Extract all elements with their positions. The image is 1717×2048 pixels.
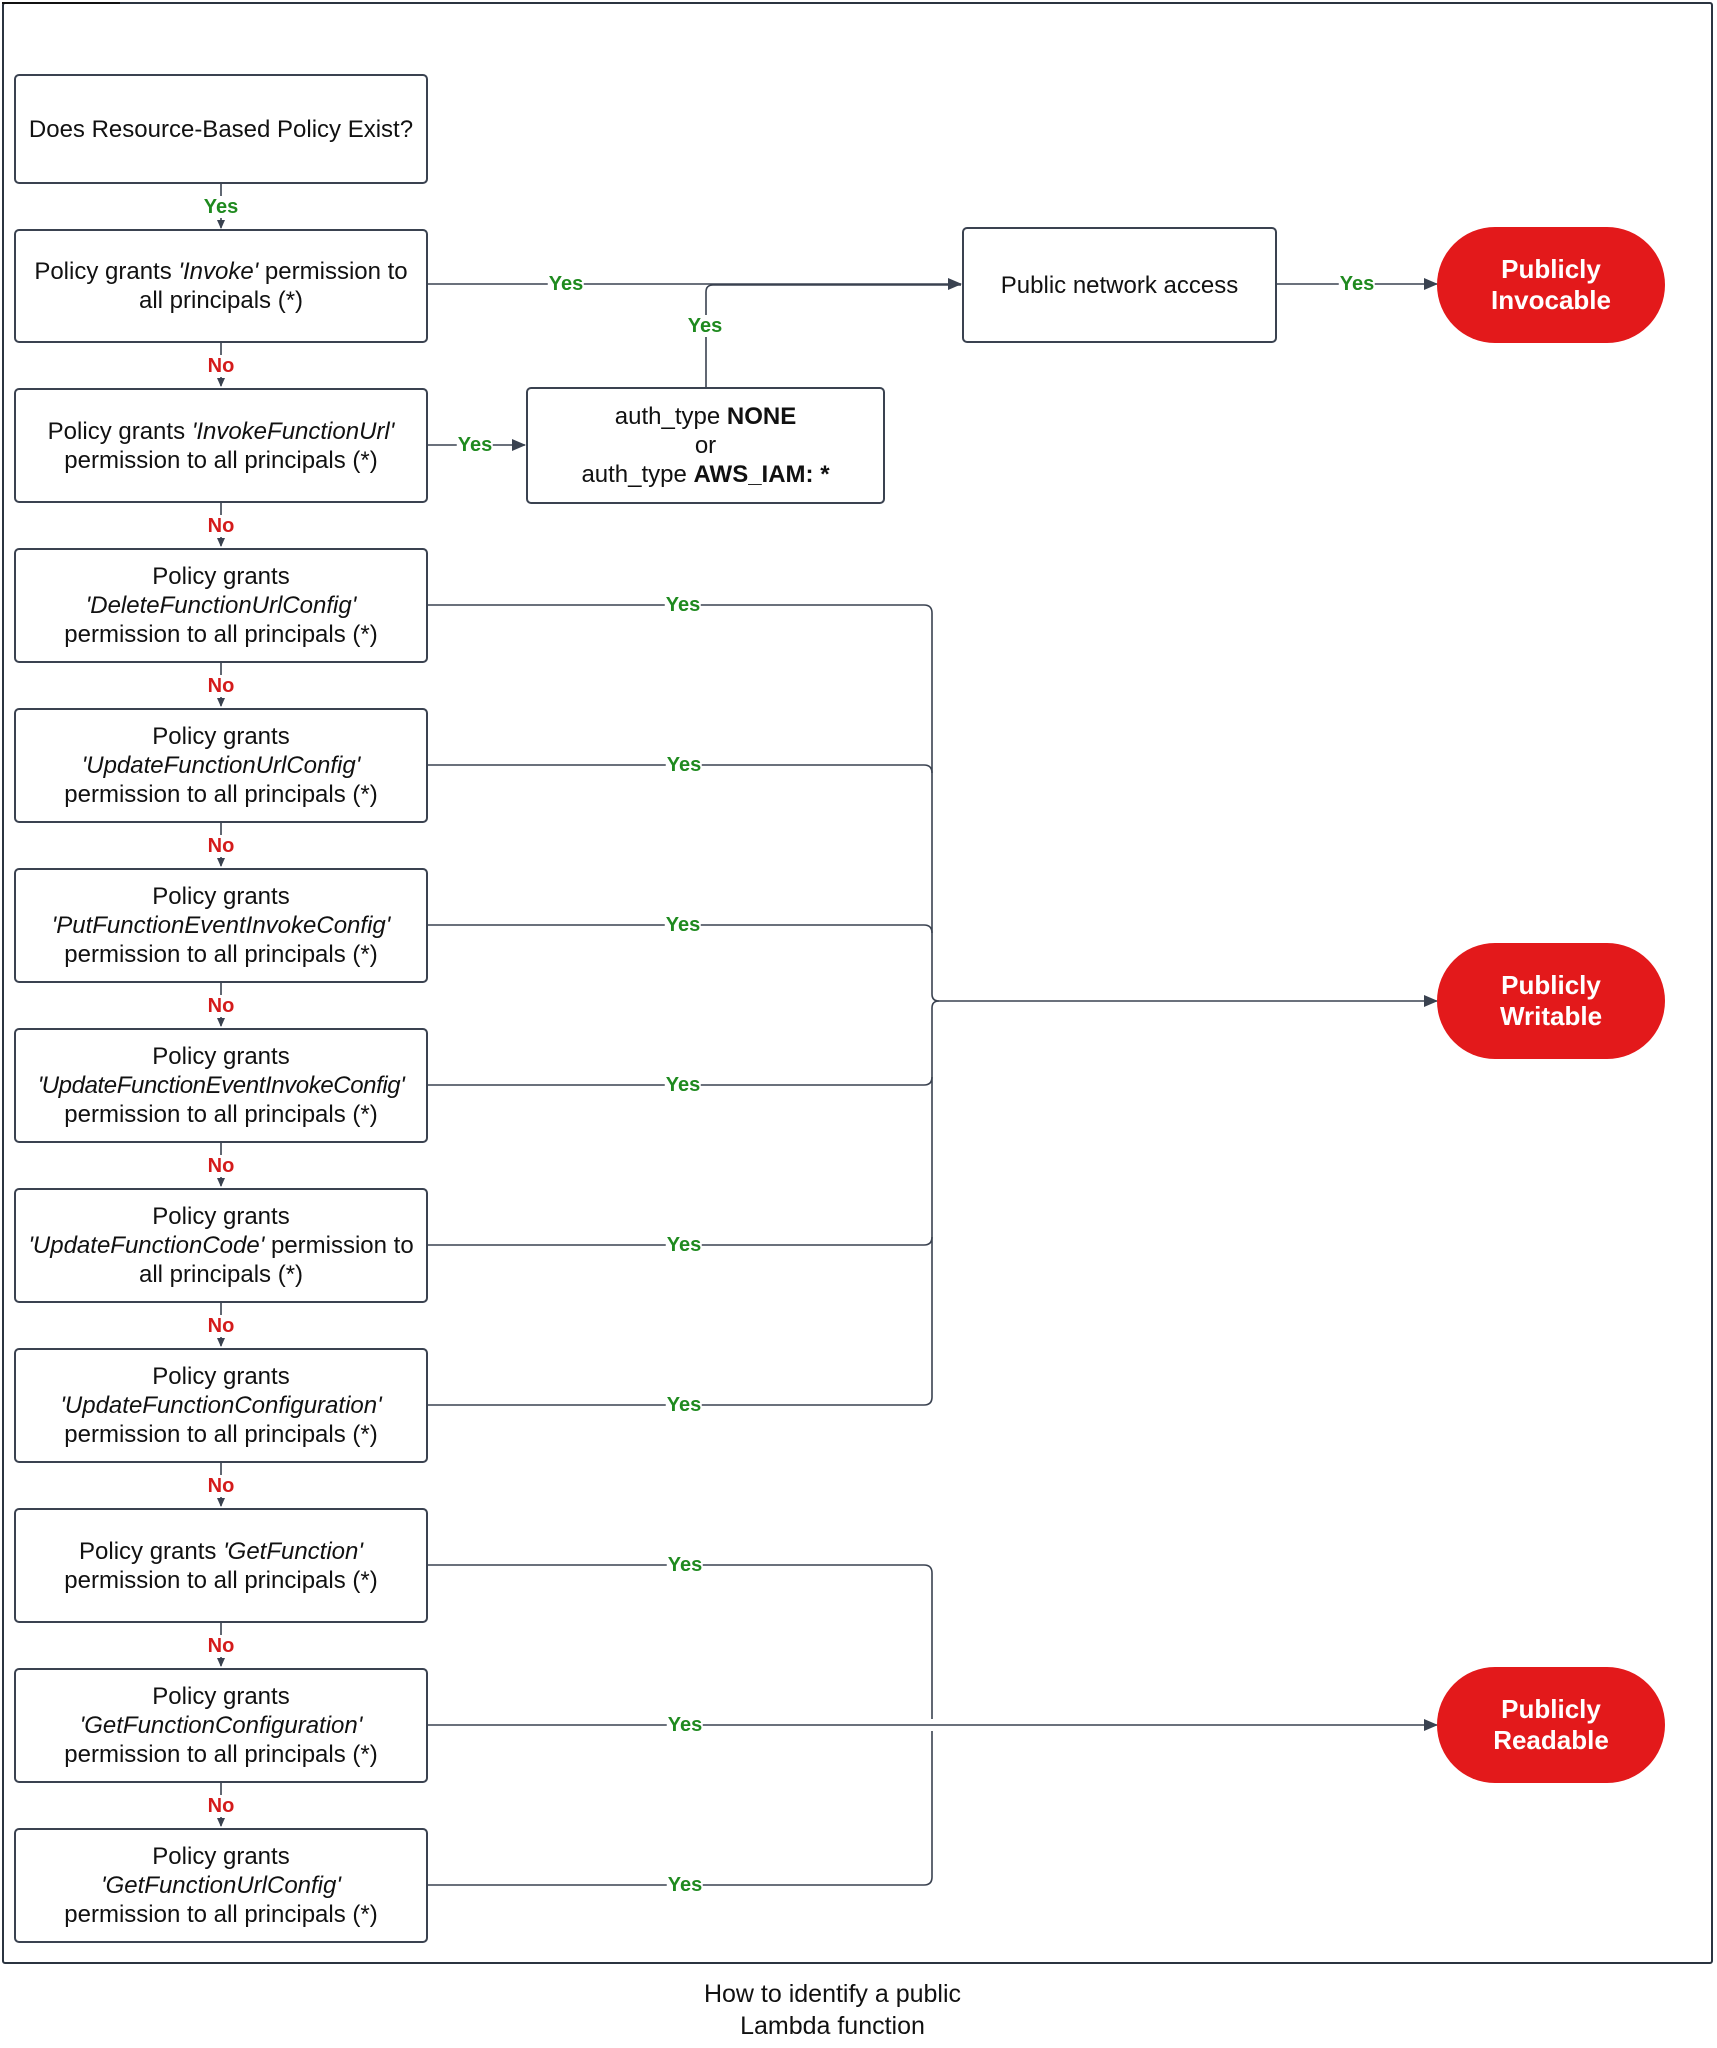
decision-prefix: Policy grants bbox=[152, 1683, 290, 1710]
label-yes: Yes bbox=[666, 1554, 704, 1576]
decision-action: 'Invoke' bbox=[178, 258, 259, 285]
decision-suffix: permission to all principals (*) bbox=[64, 621, 378, 648]
decision-suffix: permission to all principals (*) bbox=[138, 1232, 414, 1288]
outcome-publicly-readable: Publicly Readable bbox=[1437, 1667, 1665, 1783]
auth-type-aws-iam: AWS_IAM: * bbox=[693, 461, 830, 488]
decision-action: 'GetFunctionUrlConfig' bbox=[101, 1872, 341, 1899]
decision-suffix: permission to all principals (*) bbox=[64, 781, 378, 808]
flow-get-to-readable bbox=[427, 1564, 933, 1719]
decision-action: 'InvokeFunctionUrl' bbox=[191, 417, 395, 445]
decision-prefix: Policy grants bbox=[152, 1363, 290, 1390]
auth-type-label: auth_type bbox=[614, 403, 727, 430]
flow-delete-to-writable bbox=[427, 604, 933, 994]
decision-action: 'GetFunctionConfiguration' bbox=[79, 1712, 363, 1739]
label-yes: Yes bbox=[665, 754, 703, 776]
label-no: No bbox=[206, 1315, 236, 1337]
decision-update-function-event-invoke-config: Policy grants 'UpdateFunctionEventInvoke… bbox=[14, 1028, 428, 1143]
decision-prefix: Policy grants bbox=[152, 723, 290, 750]
label-no: No bbox=[206, 995, 236, 1017]
outcome-publicly-writable: Publicly Writable bbox=[1437, 943, 1665, 1059]
decision-update-function-configuration: Policy grants 'UpdateFunctionConfigurati… bbox=[14, 1348, 428, 1463]
label-yes: Yes bbox=[547, 273, 585, 295]
decision-action: 'UpdateFunctionConfiguration' bbox=[60, 1392, 382, 1419]
outcome-label: Publicly Invocable bbox=[1491, 254, 1611, 315]
decision-action: 'UpdateFunctionCode' bbox=[28, 1232, 265, 1259]
label-yes: Yes bbox=[666, 1874, 704, 1896]
label-no: No bbox=[206, 675, 236, 697]
auth-type-condition: auth_type NONE or auth_type AWS_IAM: * bbox=[526, 387, 885, 504]
decision-suffix: permission to all principals (*) bbox=[64, 1566, 378, 1594]
auth-type-label: auth_type bbox=[581, 461, 694, 488]
decision-suffix: permission to all principals (*) bbox=[64, 1101, 378, 1128]
decision-policy-exists: Does Resource-Based Policy Exist? bbox=[14, 74, 428, 184]
decision-invoke-function-url: Policy grants 'InvokeFunctionUrl' permis… bbox=[14, 388, 428, 503]
label-yes: Yes bbox=[1338, 273, 1376, 295]
label-yes: Yes bbox=[664, 594, 702, 616]
outcome-label: Publicly Readable bbox=[1493, 1694, 1609, 1755]
flow-update-url-to-writable bbox=[427, 764, 933, 774]
decision-action: 'UpdateFunctionEventInvokeConfig' bbox=[37, 1072, 405, 1099]
label-yes: Yes bbox=[666, 1714, 704, 1736]
decision-suffix: permission to all principals (*) bbox=[64, 1421, 378, 1448]
label-yes: Yes bbox=[665, 1234, 703, 1256]
diagram-caption: How to identify a public Lambda function bbox=[0, 1978, 1665, 2042]
decision-prefix: Policy grants bbox=[152, 1043, 290, 1070]
label-yes: Yes bbox=[664, 914, 702, 936]
flow-url-config-to-readable bbox=[427, 1731, 933, 1886]
decision-suffix: permission to all principals (*) bbox=[64, 446, 378, 474]
decision-suffix: permission to all principals (*) bbox=[64, 1901, 378, 1928]
decision-update-function-code: Policy grants 'UpdateFunctionCode' permi… bbox=[14, 1188, 428, 1303]
decision-action: 'UpdateFunctionUrlConfig' bbox=[81, 752, 361, 779]
label-yes: Yes bbox=[456, 434, 494, 456]
decision-get-function-url-config: Policy grants 'GetFunctionUrlConfig' per… bbox=[14, 1828, 428, 1943]
decision-get-function: Policy grants 'GetFunction' permission t… bbox=[14, 1508, 428, 1623]
flow-auth-to-network bbox=[705, 284, 961, 387]
label-no: No bbox=[206, 835, 236, 857]
decision-get-function-configuration: Policy grants 'GetFunctionConfiguration'… bbox=[14, 1668, 428, 1783]
decision-suffix: permission to all principals (*) bbox=[64, 941, 378, 968]
decision-delete-function-url-config: Policy grants 'DeleteFunctionUrlConfig' … bbox=[14, 548, 428, 663]
decision-suffix: permission to all principals (*) bbox=[138, 258, 408, 314]
label-yes: Yes bbox=[664, 1074, 702, 1096]
label-no: No bbox=[206, 515, 236, 537]
corner-mark bbox=[2, 2, 120, 4]
flow-config-to-writable bbox=[427, 1008, 933, 1406]
decision-action: 'PutFunctionEventInvokeConfig' bbox=[51, 912, 391, 939]
diagram-frame bbox=[2, 2, 1713, 1964]
outcome-label: Publicly Writable bbox=[1499, 970, 1603, 1031]
decision-invoke: Policy grants 'Invoke' permission to all… bbox=[14, 229, 428, 343]
decision-prefix: Policy grants bbox=[152, 563, 290, 590]
label-no: No bbox=[206, 355, 236, 377]
decision-update-function-url-config: Policy grants 'UpdateFunctionUrlConfig' … bbox=[14, 708, 428, 823]
label-no: No bbox=[206, 1795, 236, 1817]
public-network-access: Public network access bbox=[962, 227, 1277, 343]
label-no: No bbox=[206, 1475, 236, 1497]
decision-prefix: Policy grants bbox=[152, 1843, 290, 1870]
decision-prefix: Policy grants bbox=[79, 1537, 224, 1565]
public-network-access-label: Public network access bbox=[1000, 271, 1239, 299]
decision-prefix: Policy grants bbox=[47, 417, 192, 445]
decision-text: Does Resource-Based Policy Exist? bbox=[28, 115, 414, 143]
decision-action: 'GetFunction' bbox=[223, 1537, 363, 1565]
auth-type-or: or bbox=[694, 432, 717, 459]
decision-put-function-event-invoke-config: Policy grants 'PutFunctionEventInvokeCon… bbox=[14, 868, 428, 983]
decision-prefix: Policy grants bbox=[152, 1203, 290, 1230]
decision-suffix: permission to all principals (*) bbox=[64, 1741, 378, 1768]
label-no: No bbox=[206, 1155, 236, 1177]
label-yes: Yes bbox=[665, 1394, 703, 1416]
label-yes: Yes bbox=[202, 196, 240, 218]
caption-text: How to identify a public Lambda function bbox=[703, 1980, 962, 2040]
outcome-publicly-invocable: Publicly Invocable bbox=[1437, 227, 1665, 343]
label-no: No bbox=[206, 1635, 236, 1657]
flow-put-to-writable bbox=[427, 924, 933, 934]
auth-type-none: NONE bbox=[726, 403, 797, 430]
decision-prefix: Policy grants bbox=[152, 883, 290, 910]
decision-action: 'DeleteFunctionUrlConfig' bbox=[85, 592, 357, 619]
decision-prefix: Policy grants bbox=[34, 258, 179, 285]
label-yes: Yes bbox=[686, 315, 724, 337]
